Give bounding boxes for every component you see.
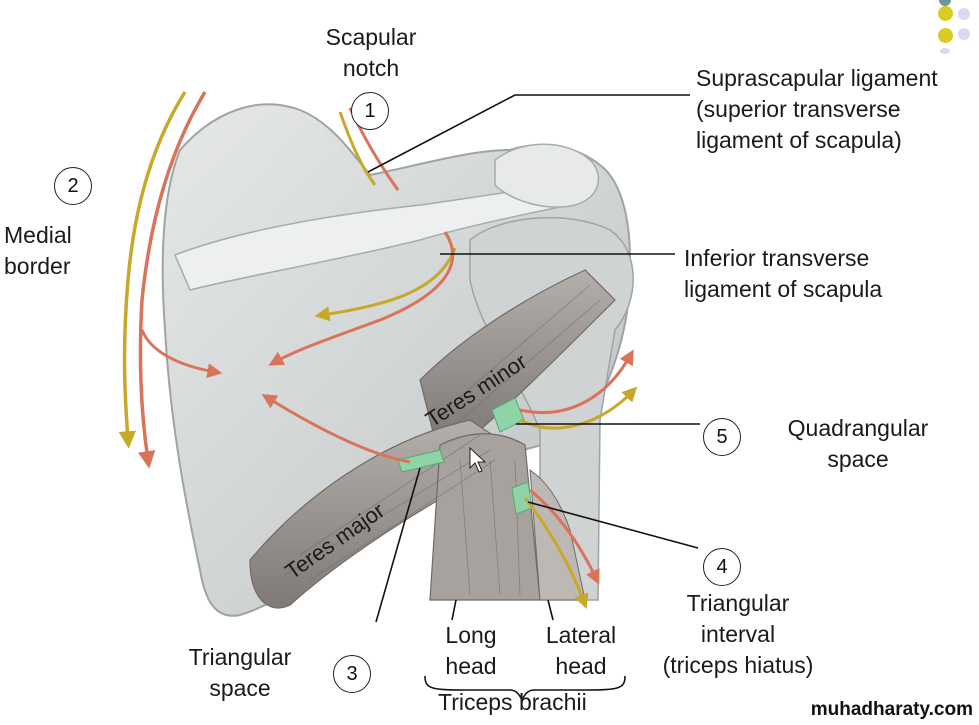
- suprascapular-nerve: [338, 111, 377, 186]
- infraspinous-artery-arrow: [268, 231, 455, 366]
- triangular-interval-artery-arrow: [529, 488, 600, 585]
- infraspinous-nerve-arrow: [314, 247, 457, 322]
- marker-2: 2: [54, 167, 92, 205]
- triangular-interval-marker: [511, 481, 533, 515]
- mouse-cursor-icon: [469, 446, 487, 473]
- marker-3: 3: [333, 655, 371, 693]
- decor-dot-lilac-2: [958, 28, 970, 40]
- muscle-fibres: [284, 284, 601, 596]
- marker-4: 4: [703, 548, 741, 586]
- decor-dot-yellow-1: [938, 6, 953, 21]
- quadrangular-artery-arrow: [519, 349, 634, 415]
- circumflex-scapular-arrow: [261, 394, 411, 464]
- decor-dot-yellow-2: [938, 28, 953, 43]
- watermark-text: muhadharaty.com: [810, 699, 973, 720]
- triangular-interval-nerve-arrow: [523, 497, 589, 610]
- acromion: [494, 143, 600, 208]
- marker-1: 1: [351, 92, 389, 130]
- triceps-long-head: [429, 433, 541, 601]
- marker-5: 5: [703, 418, 741, 456]
- decor-dot-lilac-3: [940, 48, 950, 54]
- triceps-brachii-label: Triceps brachii: [438, 689, 587, 715]
- medial-branch-artery-arrow: [140, 329, 223, 379]
- decor-dot-lilac-1: [958, 8, 970, 20]
- leader-lines: [367, 94, 700, 702]
- suprascapular-ligament-label: Suprascapular ligament(superior transver…: [696, 65, 938, 153]
- decor-dot-teal: [939, 0, 951, 6]
- medial-border-nerve-arrow: [118, 91, 187, 449]
- triangular-space-marker: [397, 449, 445, 473]
- medial-border-artery-arrow: [138, 91, 207, 469]
